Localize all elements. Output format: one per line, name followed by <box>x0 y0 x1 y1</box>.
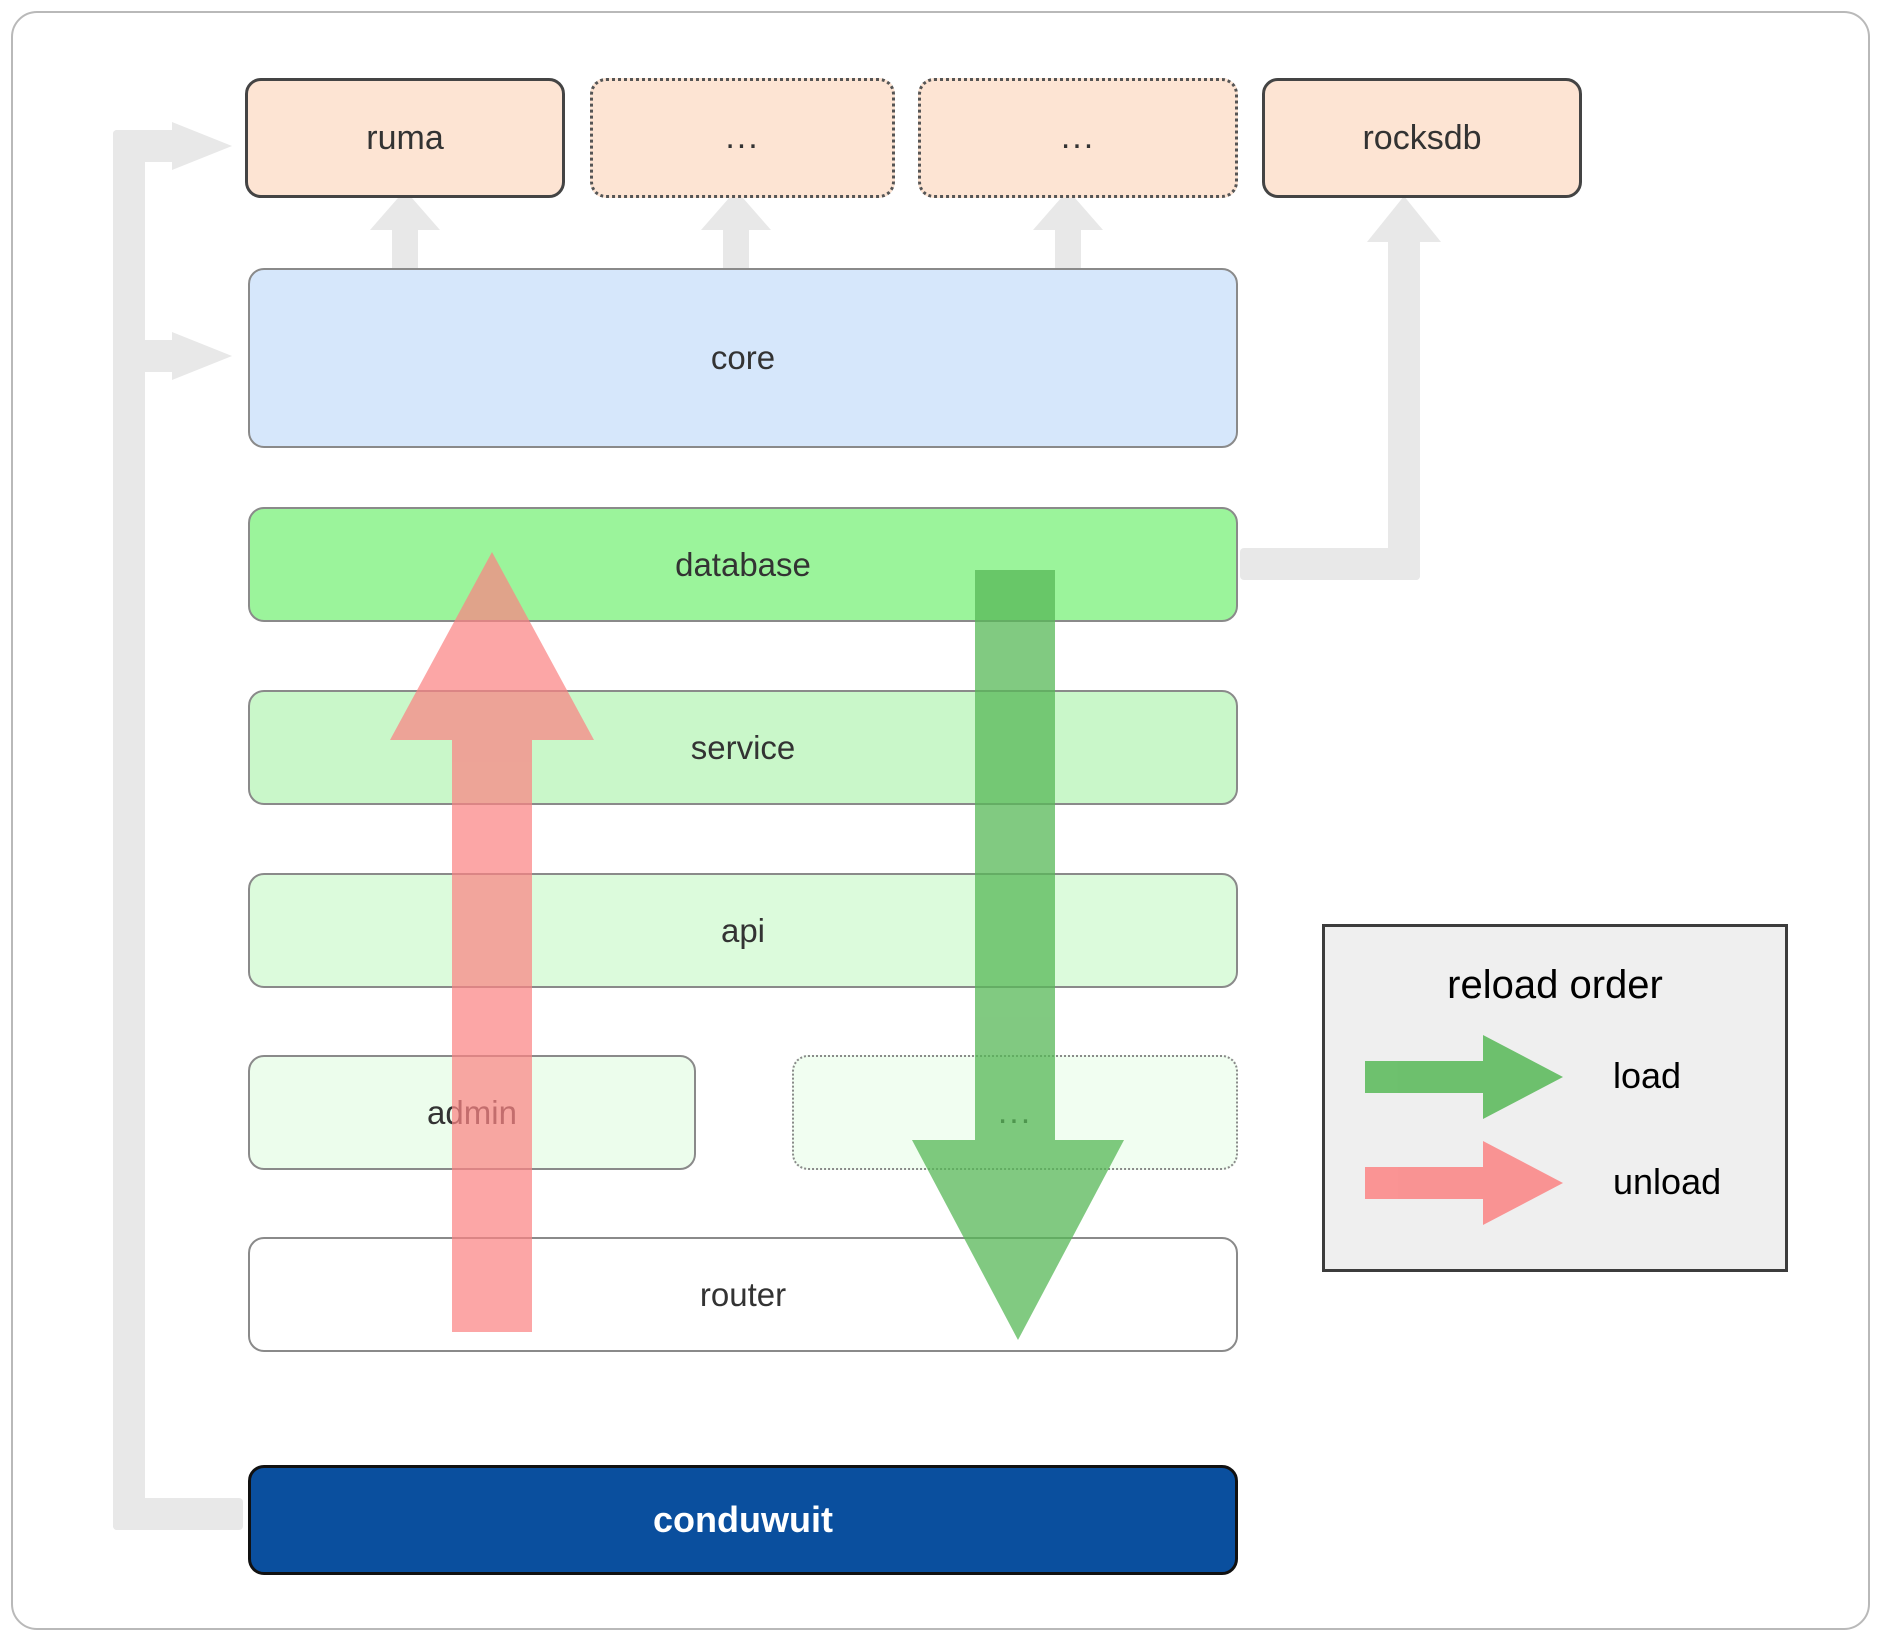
layer-box-service[interactable]: service <box>248 690 1238 805</box>
layer-label: ... <box>997 1092 1033 1131</box>
core-label: core <box>710 339 776 376</box>
layer-label: admin <box>427 1093 517 1131</box>
layer-label: database <box>675 545 811 583</box>
legend-label-load: load <box>1613 1055 1682 1096</box>
core-box[interactable]: core <box>248 268 1238 448</box>
dependency-label: rocksdb <box>1362 118 1482 157</box>
dependency-box-rocksdb[interactable]: rocksdb <box>1262 78 1582 198</box>
layer-box-ellipsis[interactable]: ... <box>792 1055 1238 1170</box>
diagram-frame <box>11 11 1870 1630</box>
dependency-label: ... <box>725 118 760 157</box>
app-box-conduwuit[interactable]: conduwuit <box>248 1465 1238 1575</box>
legend-arrow-layer <box>1365 1035 1563 1225</box>
dependency-label: ... <box>1060 118 1096 157</box>
legend-load-arrow <box>1365 1035 1563 1119</box>
dependency-box-ellipsis-2[interactable]: ... <box>918 78 1238 198</box>
layer-label: service <box>690 728 796 766</box>
dependency-box-ruma[interactable]: ruma <box>245 78 565 198</box>
layer-box-router[interactable]: router <box>248 1237 1238 1352</box>
layer-label: api <box>720 911 766 949</box>
layer-label: router <box>699 1275 787 1313</box>
dependency-box-ellipsis-1[interactable]: ... <box>590 78 895 198</box>
layer-box-api[interactable]: api <box>248 873 1238 988</box>
dependency-label: ruma <box>366 118 444 157</box>
layer-box-admin[interactable]: admin <box>248 1055 696 1170</box>
layer-box-database[interactable]: database <box>248 507 1238 622</box>
legend-panel: reload order load unload <box>1322 924 1788 1272</box>
legend-unload-arrow <box>1365 1141 1563 1225</box>
legend-label-unload: unload <box>1613 1161 1722 1202</box>
app-label: conduwuit <box>653 1499 833 1540</box>
legend-title: reload order <box>1447 963 1663 1007</box>
